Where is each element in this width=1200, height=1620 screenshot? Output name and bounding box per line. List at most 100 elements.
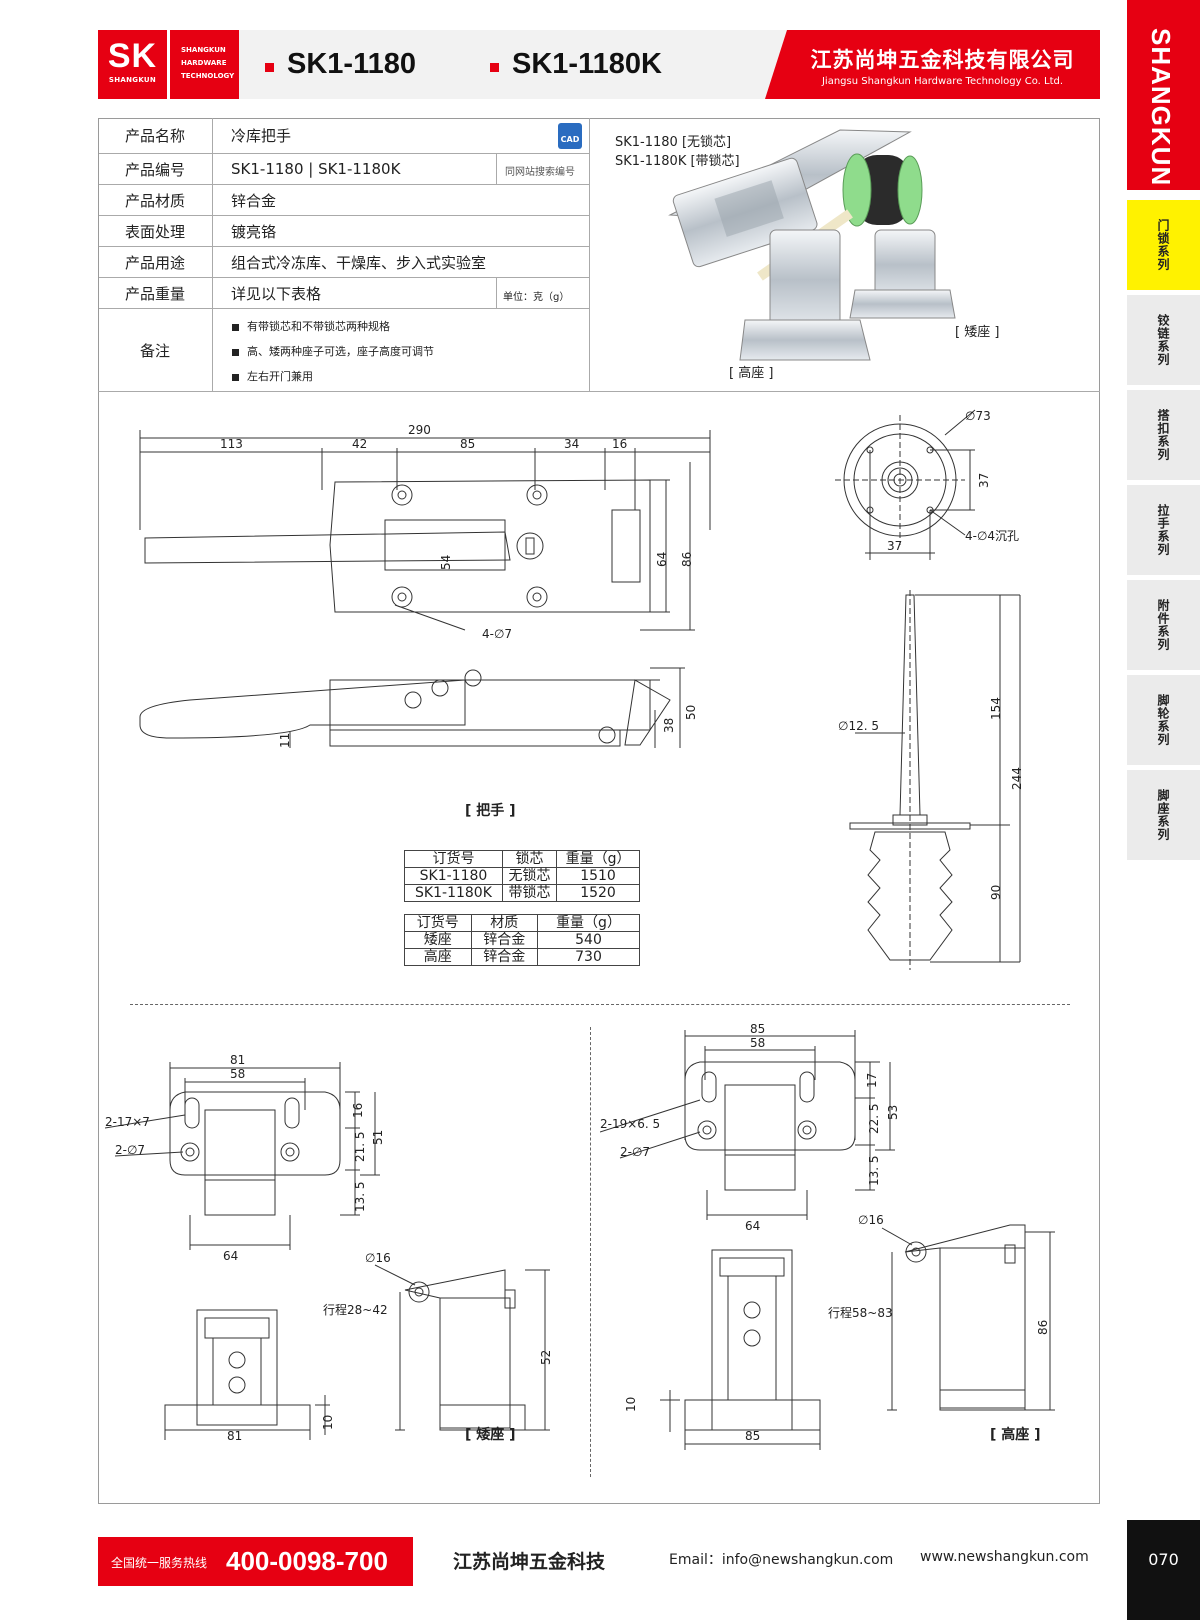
photo-label-low-seat: [ 矮座 ]	[955, 325, 1000, 340]
table-header: 材质	[470, 914, 539, 932]
table-divider	[496, 278, 497, 309]
hotline-number[interactable]: 400-0098-700	[226, 1546, 388, 1576]
dim-label: 51	[371, 1130, 385, 1145]
dim-label: 50	[684, 705, 698, 720]
dim-label: 2-17×7	[105, 1115, 150, 1129]
sidebar-tab-handle[interactable]: 拉手系列	[1127, 485, 1200, 575]
spec-key: 产品名称	[124, 127, 185, 145]
dim-label: 85	[745, 1429, 760, 1443]
table-header-row: 订货号材质重量（g）	[404, 914, 640, 932]
spec-value: SK1-1180 | SK1-1180K	[231, 160, 401, 178]
dim-label: 81	[227, 1429, 242, 1440]
dim-label: 22. 5	[867, 1103, 881, 1134]
table-cell: 无锁芯	[501, 867, 558, 885]
logo-line: SHANGKUN	[181, 46, 226, 54]
sidebar-tab-door-lock[interactable]: 门锁系列	[1127, 200, 1200, 290]
tab-label: 门锁系列	[1156, 219, 1170, 271]
brand-logo-words: SHANGKUN HARDWARE TECHNOLOGY	[170, 30, 239, 99]
logo-subtext: SHANGKUN	[108, 76, 157, 84]
dim-label: 2-∅7	[620, 1145, 650, 1159]
high-seat-drawing: 85 58 64 17 22. 5 53 13. 5 2-19×6. 5 2-∅…	[600, 1022, 1055, 1450]
spec-key: 备注	[139, 341, 170, 360]
content-frame	[98, 118, 1100, 1504]
company-banner: 江苏尚坤五金科技有限公司 Jiangsu Shangkun Hardware T…	[765, 30, 1100, 99]
sidebar-brand-text: SHANGKUN	[1146, 28, 1176, 187]
handle-caption: [ 把手 ]	[465, 803, 516, 819]
table-cell: 1520	[556, 884, 640, 902]
spec-key: 表面处理	[124, 222, 185, 241]
section-divider	[98, 391, 1100, 392]
table-cell: 540	[537, 931, 640, 949]
sidebar-tab-caster[interactable]: 脚轮系列	[1127, 675, 1200, 765]
dim-label: 37	[977, 473, 991, 488]
table-cell: 带锁芯	[501, 884, 558, 902]
table-header: 锁芯	[501, 850, 558, 868]
dim-label: 16	[612, 437, 627, 451]
spec-row: 表面处理镀亮铬	[99, 216, 589, 247]
low-seat-drawing: 81 58 64 16 21. 5 51 13. 5 2-17×7 2-∅7 8…	[105, 1053, 553, 1440]
dim-label: 86	[1036, 1320, 1050, 1335]
remark-text: 左右开门兼用	[247, 370, 313, 383]
sidebar-tab-foot[interactable]: 脚座系列	[1127, 770, 1200, 860]
logo-text: SK	[107, 37, 158, 75]
low-seat-caption: [ 矮座 ]	[465, 1427, 516, 1443]
tab-label: 搭扣系列	[1156, 409, 1170, 461]
dim-label: 34	[564, 437, 579, 451]
footer-company: 江苏尚坤五金科技	[453, 1551, 606, 1573]
table-header: 订货号	[404, 850, 503, 868]
tab-label: 附件系列	[1156, 599, 1170, 651]
table-header: 订货号	[404, 914, 472, 932]
dim-label: 42	[352, 437, 367, 451]
spec-row-remarks: 备注	[99, 309, 589, 391]
tab-label: 脚座系列	[1156, 789, 1170, 841]
table-header-row: 订货号锁芯重量（g）	[404, 850, 640, 868]
sidebar-tab-accessory[interactable]: 附件系列	[1127, 580, 1200, 670]
dim-label: 86	[680, 552, 694, 567]
sidebar-tab-hasp[interactable]: 搭扣系列	[1127, 390, 1200, 480]
table-cell: 锌合金	[470, 931, 539, 949]
table-divider	[496, 154, 497, 185]
spec-extra: 同网站搜索编号	[505, 167, 575, 178]
dim-label: 81	[230, 1053, 245, 1067]
dim-label: 290	[408, 423, 431, 437]
spec-value: 冷库把手	[231, 127, 292, 145]
tab-label: 铰链系列	[1156, 314, 1170, 366]
dim-label: 64	[655, 552, 669, 567]
sidebar-tab-hinge[interactable]: 铰链系列	[1127, 295, 1200, 385]
bullet-icon	[490, 63, 499, 72]
spec-key: 产品材质	[124, 191, 185, 210]
product-photo	[668, 129, 956, 361]
dim-label: 53	[886, 1105, 900, 1120]
handle-drawing: 290 113 42 85 34 16 54 64 86 4-∅7 38 50 …	[139, 423, 711, 748]
high-seat-caption: [ 高座 ]	[990, 1427, 1041, 1443]
tab-label: 脚轮系列	[1156, 694, 1170, 746]
dim-label: 21. 5	[353, 1131, 367, 1162]
model-title-2: SK1-1180K	[512, 48, 662, 80]
spec-key: 产品重量	[124, 284, 185, 303]
dim-label: 64	[223, 1249, 238, 1263]
dim-label: 4-∅4沉孔	[965, 529, 1019, 543]
footer-website[interactable]: www.newshangkun.com	[920, 1549, 1089, 1565]
page-number: 070	[1127, 1520, 1200, 1620]
dim-label: 58	[230, 1067, 245, 1081]
spec-value: 锌合金	[231, 191, 277, 210]
table-cell: 1510	[556, 867, 640, 885]
dim-label: 13. 5	[353, 1181, 367, 1212]
logo-line: TECHNOLOGY	[181, 72, 235, 80]
dim-label: 52	[539, 1350, 553, 1365]
spec-key: 产品用途	[124, 253, 185, 272]
cad-download-icon[interactable]: CAD	[558, 123, 582, 149]
dim-label: ∅16	[858, 1213, 884, 1227]
dim-label: 13. 5	[867, 1155, 881, 1186]
footer-email[interactable]: Email：info@newshangkun.com	[669, 1552, 894, 1568]
spec-row: 产品名称 冷库把手	[99, 118, 589, 154]
table-cell: 高座	[404, 948, 472, 966]
table-cell: 锌合金	[470, 948, 539, 966]
brand-logo: SK SHANGKUN	[98, 30, 167, 99]
remark-item: 高、矮两种座子可选，座子高度可调节	[232, 343, 434, 359]
dim-label: 17	[865, 1073, 879, 1088]
remark-item: 左右开门兼用	[232, 368, 313, 384]
dim-label: 2-19×6. 5	[600, 1117, 660, 1131]
